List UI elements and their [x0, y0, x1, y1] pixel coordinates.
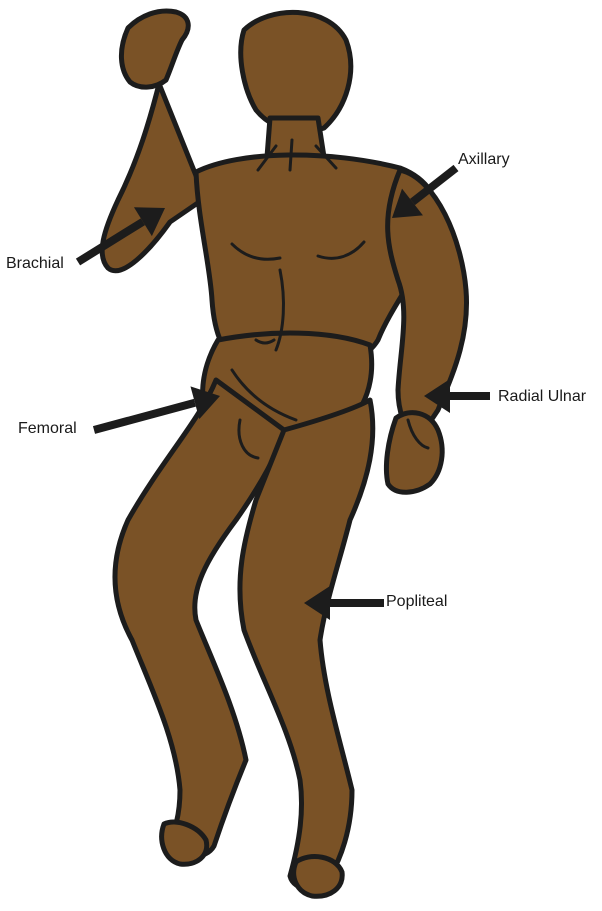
label-brachial: Brachial — [6, 256, 64, 272]
label-axillary: Axillary — [458, 152, 510, 168]
label-popliteal: Popliteal — [386, 594, 447, 610]
lowered-hand — [386, 413, 442, 493]
raised-hand — [121, 11, 188, 87]
right-foot — [294, 857, 342, 897]
body-silhouette — [102, 11, 466, 896]
label-femoral: Femoral — [18, 421, 77, 437]
head — [241, 12, 351, 131]
label-radial-ulnar: Radial Ulnar — [498, 389, 586, 405]
